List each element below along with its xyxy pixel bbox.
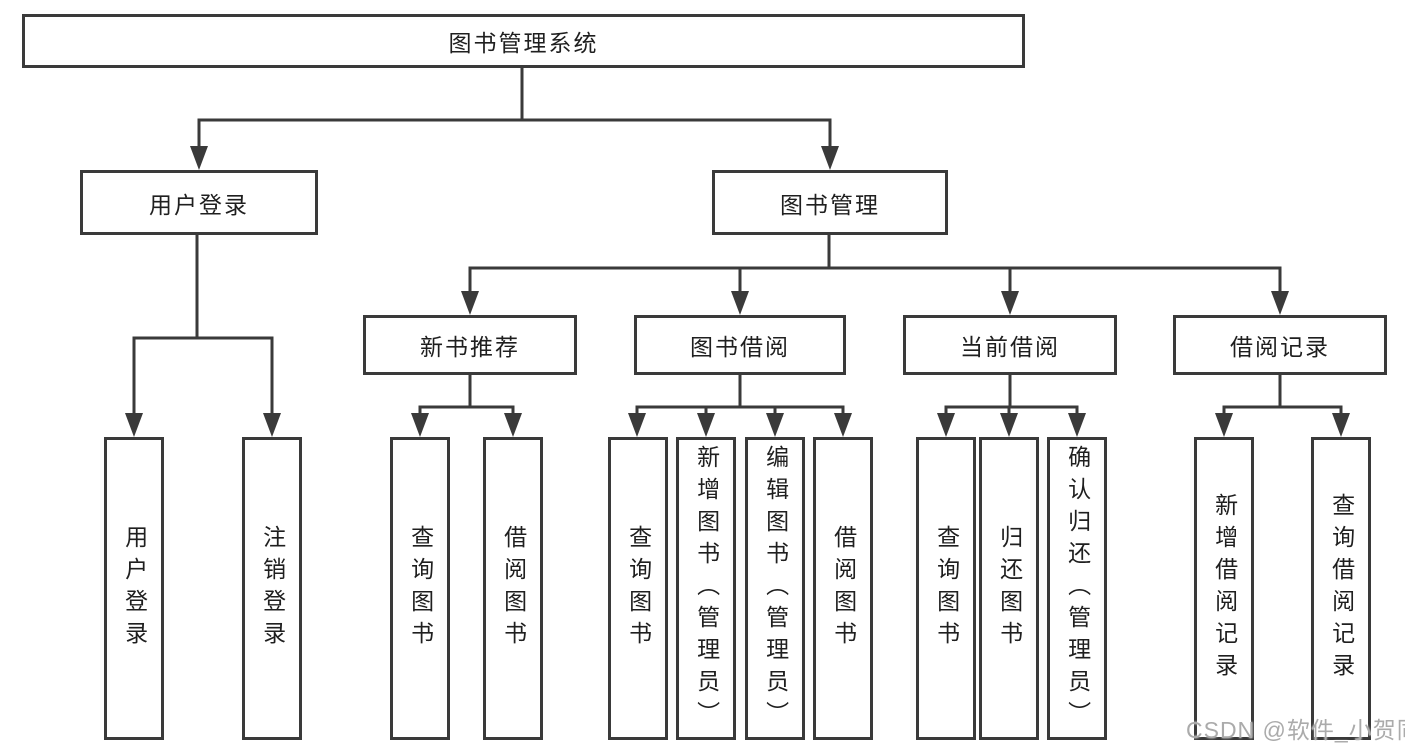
node-book-borrowing: 图书借阅: [634, 315, 846, 375]
leaf-query-books-recommend: 查询图书: [390, 437, 450, 740]
leaf-user-login-label: 用户登录: [121, 524, 148, 653]
node-current-borrowing: 当前借阅: [903, 315, 1117, 375]
leaf-query-books-borrowing-label: 查询图书: [625, 524, 652, 653]
node-library-system-label: 图书管理系统: [448, 30, 599, 56]
node-new-book-recommend-label: 新书推荐: [420, 334, 520, 360]
leaf-borrow-books-borrowing: 借阅图书: [813, 437, 873, 740]
leaf-borrow-books-borrowing-label: 借阅图书: [830, 524, 857, 653]
node-library-system: 图书管理系统: [22, 14, 1025, 68]
leaf-add-books-admin: 新增图书（管理员）: [676, 437, 736, 740]
leaf-confirm-return-admin: 确认归还（管理员）: [1047, 437, 1107, 740]
leaf-query-books-current-label: 查询图书: [933, 524, 960, 653]
leaf-return-books-label: 归还图书: [996, 524, 1023, 653]
leaf-add-borrow-record-label: 新增借阅记录: [1211, 492, 1238, 685]
leaf-add-borrow-record: 新增借阅记录: [1194, 437, 1254, 740]
node-borrowing-records-label: 借阅记录: [1230, 334, 1330, 360]
leaf-query-books-current: 查询图书: [916, 437, 976, 740]
leaf-query-books-recommend-label: 查询图书: [407, 524, 434, 653]
node-book-management-label: 图书管理: [780, 191, 880, 218]
node-book-management: 图书管理: [712, 170, 948, 235]
leaf-query-borrow-record: 查询借阅记录: [1311, 437, 1371, 740]
node-current-borrowing-label: 当前借阅: [960, 334, 1060, 360]
leaf-user-login: 用户登录: [104, 437, 164, 740]
node-book-borrowing-label: 图书借阅: [690, 334, 790, 360]
leaf-logout-label: 注销登录: [259, 524, 286, 653]
leaf-logout: 注销登录: [242, 437, 302, 740]
leaf-query-books-borrowing: 查询图书: [608, 437, 668, 740]
leaf-query-borrow-record-label: 查询借阅记录: [1328, 492, 1355, 685]
leaf-edit-books-admin-label: 编辑图书（管理员）: [762, 444, 789, 733]
node-borrowing-records: 借阅记录: [1173, 315, 1387, 375]
leaf-borrow-books-recommend-label: 借阅图书: [500, 524, 527, 653]
node-user-login: 用户登录: [80, 170, 318, 235]
leaf-confirm-return-admin-label: 确认归还（管理员）: [1064, 444, 1091, 733]
node-new-book-recommend: 新书推荐: [363, 315, 577, 375]
leaf-add-books-admin-label: 新增图书（管理员）: [693, 444, 720, 733]
node-user-login-label: 用户登录: [149, 191, 249, 218]
leaf-borrow-books-recommend: 借阅图书: [483, 437, 543, 740]
leaf-edit-books-admin: 编辑图书（管理员）: [745, 437, 805, 740]
csdn-watermark: CSDN @软件_小贺同学: [1186, 717, 1405, 743]
leaf-return-books: 归还图书: [979, 437, 1039, 740]
